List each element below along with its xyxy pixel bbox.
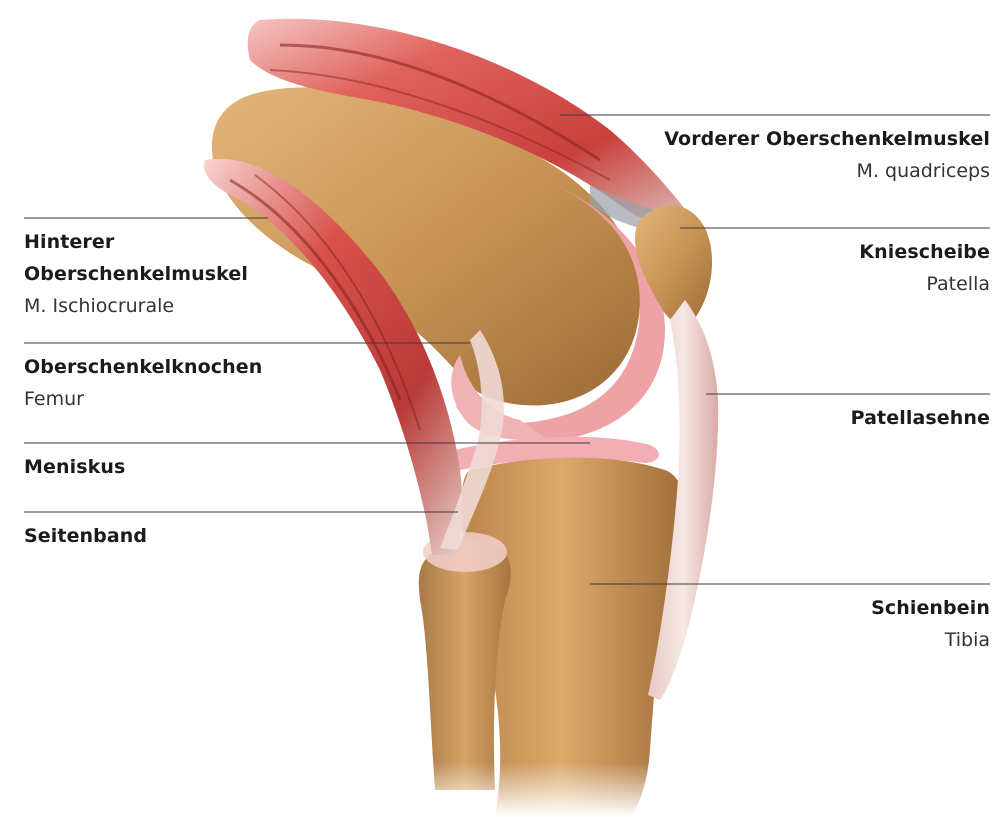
label-tibia: Schienbein Tibia: [871, 592, 990, 656]
label-patellasehne-name: Patellasehne: [851, 402, 990, 434]
label-seitenband: Seitenband: [24, 520, 147, 552]
label-femur: Oberschenkelknochen Femur: [24, 351, 262, 415]
label-patellasehne: Patellasehne: [851, 402, 990, 434]
label-meniskus-name: Meniskus: [24, 451, 125, 483]
label-ischio-name-line2: Oberschenkelmuskel: [24, 258, 248, 290]
label-patella: Kniescheibe Patella: [859, 236, 990, 300]
label-tibia-name: Schienbein: [871, 592, 990, 624]
label-meniskus: Meniskus: [24, 451, 125, 483]
label-quadriceps-latin: M. quadriceps: [664, 155, 990, 187]
label-patella-latin: Patella: [859, 268, 990, 300]
label-ischio: Hinterer Oberschenkelmuskel M. Ischiocru…: [24, 226, 248, 322]
label-quadriceps-name: Vorderer Oberschenkelmuskel: [664, 123, 990, 155]
label-ischio-name-line1: Hinterer: [24, 226, 248, 258]
label-femur-name: Oberschenkelknochen: [24, 351, 262, 383]
label-tibia-latin: Tibia: [871, 624, 990, 656]
label-femur-latin: Femur: [24, 383, 262, 415]
label-quadriceps: Vorderer Oberschenkelmuskel M. quadricep…: [664, 123, 990, 187]
label-patella-name: Kniescheibe: [859, 236, 990, 268]
label-seitenband-name: Seitenband: [24, 520, 147, 552]
label-ischio-latin: M. Ischiocrurale: [24, 290, 248, 322]
